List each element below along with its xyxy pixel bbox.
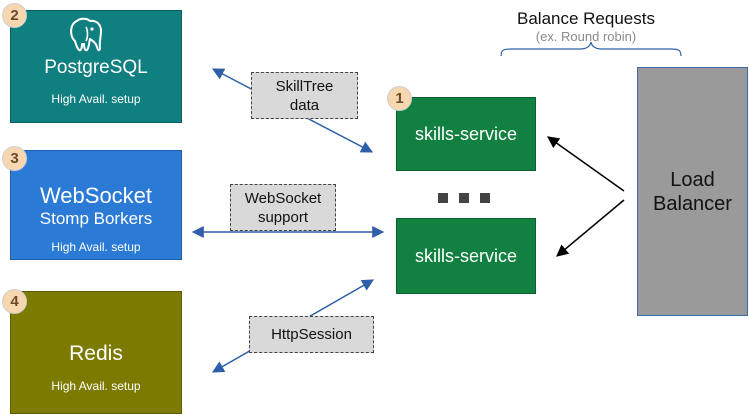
badge-1: 1 (387, 86, 412, 111)
lb-arrow-to-service-1 (547, 136, 625, 192)
skilltree-label-line2: data (289, 96, 320, 114)
lb-arrow-to-service-2 (556, 199, 625, 257)
skilltree-data-label: SkillTree data (251, 72, 358, 119)
httpsession-label: HttpSession (249, 316, 374, 353)
websocket-subtitle: High Avail. setup (51, 240, 141, 254)
balance-requests-title: Balance Requests (517, 9, 655, 28)
elephant-icon (70, 17, 102, 52)
load-balancer-label-line2: Balancer (653, 192, 732, 215)
balance-brace (500, 41, 682, 57)
postgresql-box: PostgreSQL High Avail. setup (10, 10, 182, 123)
balance-requests-subtitle: (ex. Round robin) (535, 29, 637, 44)
redis-subtitle: High Avail. setup (51, 379, 141, 393)
badge-3: 3 (2, 146, 27, 171)
skills-service-label-1: skills-service (414, 123, 517, 144)
redis-box: Redis High Avail. setup (10, 291, 182, 414)
ellipsis-dot (438, 193, 448, 203)
httpsession-label-text: HttpSession (271, 326, 352, 343)
load-balancer-box: Load Balancer (637, 67, 748, 316)
postgresql-title: PostgreSQL (44, 57, 148, 78)
websocket-label-line2: support (257, 208, 309, 226)
badge-4: 4 (2, 289, 27, 314)
ellipsis-dot (459, 193, 469, 203)
skilltree-label-line1: SkillTree (275, 77, 334, 95)
websocket-label-line1: WebSocket (244, 189, 322, 207)
skills-service-box-2: skills-service (396, 218, 536, 294)
skills-service-box-1: skills-service (396, 97, 536, 171)
skills-service-label-2: skills-service (414, 245, 517, 266)
postgresql-subtitle: High Avail. setup (51, 92, 141, 106)
websocket-title: WebSocket (39, 183, 153, 208)
badge-2: 2 (2, 3, 27, 28)
ellipsis-dot (480, 193, 490, 203)
load-balancer-label-line1: Load (670, 168, 715, 191)
redis-title: Redis (69, 342, 123, 365)
websocket-title2: Stomp Borkers (39, 209, 153, 228)
websocket-support-label: WebSocket support (230, 184, 336, 231)
websocket-box: WebSocket Stomp Borkers High Avail. setu… (10, 150, 182, 260)
